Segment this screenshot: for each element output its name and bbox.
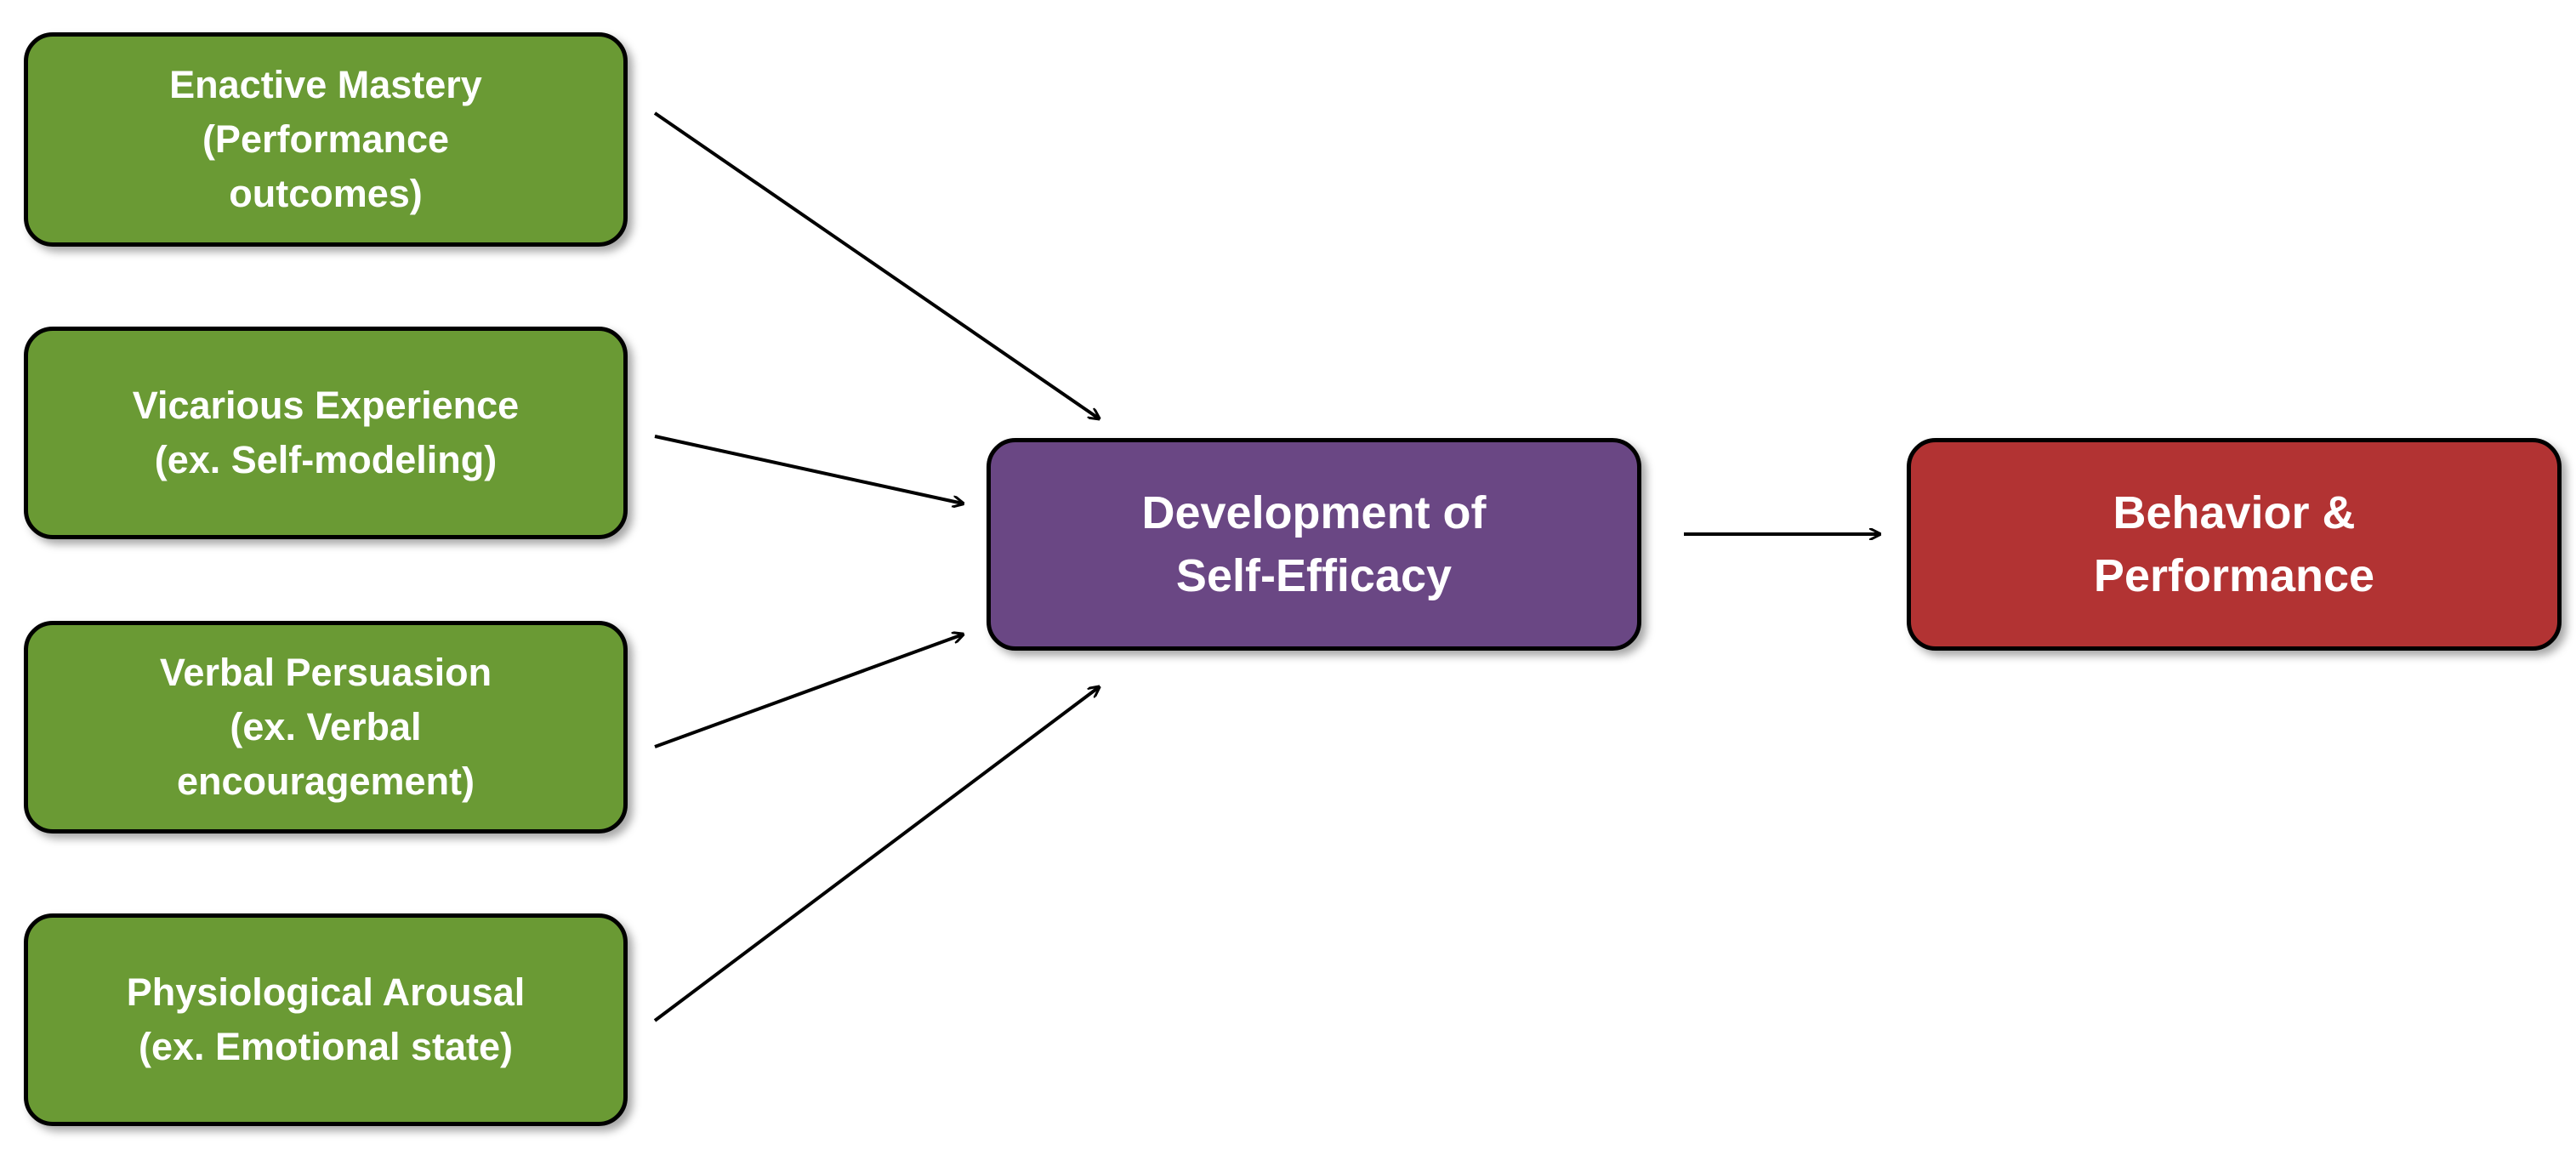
enactive-mastery-box: Enactive Mastery (Performance outcomes)	[24, 32, 628, 247]
arrow-enactive-to-center	[653, 111, 1099, 418]
box-text-line: Physiological Arousal	[126, 970, 526, 1014]
vicarious-experience-box: Vicarious Experience (ex. Self-modeling)	[24, 327, 628, 539]
behavior-performance-box: Behavior & Performance	[1907, 438, 2562, 651]
arrow-verbal-to-center	[654, 634, 963, 748]
box-text-line: Behavior &	[2113, 487, 2356, 538]
physiological-arousal-box: Physiological Arousal (ex. Emotional sta…	[24, 913, 628, 1126]
box-text-line: Self-Efficacy	[1175, 550, 1453, 601]
box-text-line: (Performance	[202, 117, 450, 161]
self-efficacy-box: Development of Self-Efficacy	[987, 438, 1641, 651]
box-text-line: Enactive Mastery	[169, 63, 482, 106]
box-text-line: Development of	[1141, 487, 1487, 538]
box-text-line: (ex. Verbal	[230, 705, 422, 748]
box-text-line: encouragement)	[176, 760, 475, 803]
box-text-line: (ex. Self-modeling)	[154, 438, 498, 481]
box-text-line: Performance	[2093, 550, 2375, 601]
arrow-physiological-to-center	[653, 687, 1099, 1022]
box-text-line: Verbal Persuasion	[159, 651, 492, 694]
verbal-persuasion-box: Verbal Persuasion (ex. Verbal encouragem…	[24, 621, 628, 834]
box-text-line: outcomes)	[229, 172, 423, 215]
arrow-vicarious-to-center	[654, 435, 963, 504]
box-text-line: (ex. Emotional state)	[138, 1025, 514, 1068]
box-text-line: Vicarious Experience	[132, 384, 520, 427]
